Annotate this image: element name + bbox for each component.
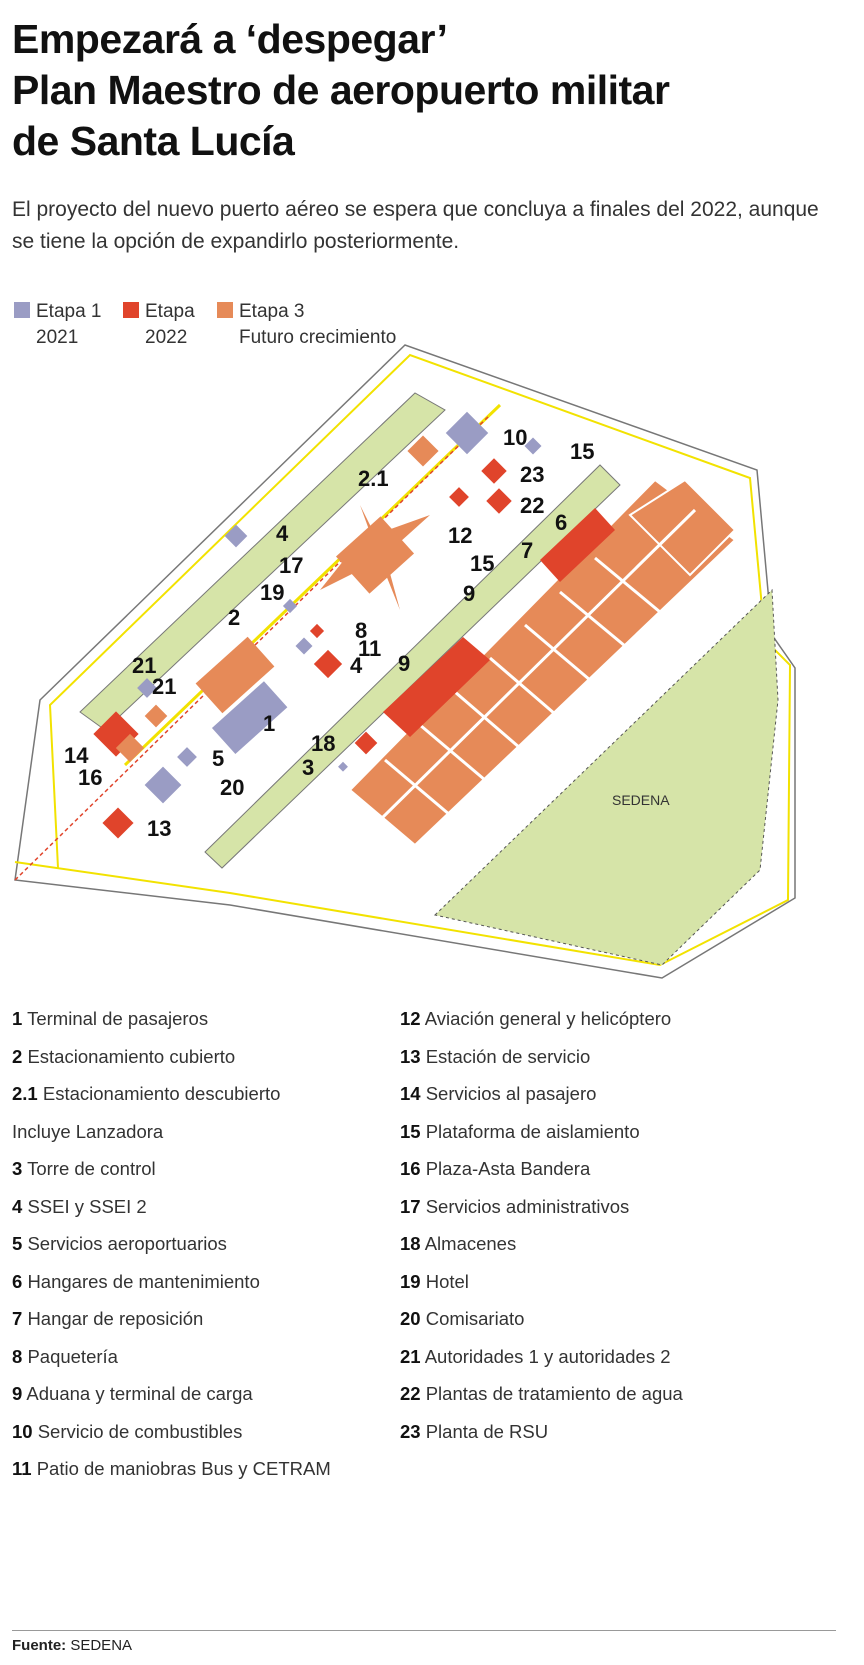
key-item: 5 Servicios aeroportuarios xyxy=(12,1233,227,1254)
legend-etapa-1: Etapa 1 2021 xyxy=(14,299,102,351)
key-item: Incluye Lanzadora xyxy=(12,1120,164,1142)
map-label: 9 xyxy=(463,581,475,606)
headline-line: Plan Maestro de aeropuerto militar xyxy=(12,67,670,113)
map-label: 2.1 xyxy=(358,466,389,491)
key-item: 14 Servicios al pasajero xyxy=(400,1083,597,1104)
map-label: 12 xyxy=(448,523,472,548)
etapa-3-swatch xyxy=(217,302,233,318)
map-label: 15 xyxy=(570,439,594,464)
hangar-block xyxy=(540,508,615,582)
legend-year: 2021 xyxy=(36,327,79,348)
legend-etapa-2: Etapa 2022 xyxy=(123,299,195,351)
subtitle: El proyecto del nuevo puerto aéreo se es… xyxy=(12,198,819,253)
map-label: 4 xyxy=(350,653,363,678)
key-item: 10 Servicio de combustibles xyxy=(12,1420,243,1442)
key-item: 9 Aduana y terminal de carga xyxy=(12,1383,253,1404)
map-label: 18 xyxy=(311,731,335,756)
map-label: 17 xyxy=(279,553,303,578)
key-list-left: 1 Terminal de pasajeros 2 Estacionamient… xyxy=(12,1000,331,1488)
map-label: 16 xyxy=(78,765,102,790)
key-item: 2 Estacionamiento cubierto xyxy=(12,1045,236,1067)
legend-label: Etapa 3 xyxy=(239,301,305,322)
block-grid xyxy=(380,508,697,820)
map-label: 10 xyxy=(503,425,527,450)
source-credit: Fuente: SEDENA xyxy=(12,1637,132,1654)
source-label: Fuente: xyxy=(12,1637,67,1654)
terminal-2-1 xyxy=(320,505,430,610)
map-label: 22 xyxy=(520,493,544,518)
airport-map: SEDENA xyxy=(14,344,796,979)
future-growth-blocks-north xyxy=(628,478,737,577)
source-value: SEDENA xyxy=(70,1637,133,1654)
key-item: 23 Planta de RSU xyxy=(400,1420,549,1442)
map-label: 14 xyxy=(64,743,89,768)
key-item: 3 Torre de control xyxy=(12,1158,156,1179)
key-item: 6 Hangares de mantenimiento xyxy=(12,1270,260,1292)
etapa-1-swatch xyxy=(14,302,30,318)
map-label: 1 xyxy=(263,711,275,736)
cargo-terminal-block xyxy=(383,637,490,737)
legend-label: Etapa 1 xyxy=(36,301,102,322)
perimeter-road xyxy=(14,353,792,967)
map-label: 15 xyxy=(470,551,494,576)
legend-year: 2022 xyxy=(145,327,188,348)
legend-label: Etapa xyxy=(145,301,195,322)
legend-etapa-3: Etapa 3 Futuro crecimiento xyxy=(217,299,396,351)
map-label: 13 xyxy=(147,816,171,841)
runway-strip-east xyxy=(204,464,621,869)
key-item: 7 Hangar de reposición xyxy=(12,1308,204,1329)
key-item: 22 Plantas de tratamiento de agua xyxy=(400,1383,683,1404)
map-number-labels: 10 15 23 22 12 15 2.1 4 6 7 9 17 19 8 11… xyxy=(64,425,594,841)
map-label: 21 xyxy=(152,674,176,699)
map-label: 23 xyxy=(520,462,544,487)
key-item: 19 Hotel xyxy=(400,1270,469,1292)
map-label: 9 xyxy=(398,651,410,676)
headline-line: de Santa Lucía xyxy=(12,118,295,164)
sedena-label: SEDENA xyxy=(612,792,670,808)
map-label: 2 xyxy=(228,605,240,630)
map-label: 4 xyxy=(276,521,289,546)
key-item: 16 Plaza-Asta Bandera xyxy=(400,1158,591,1179)
key-item: 1 Terminal de pasajeros xyxy=(12,1008,209,1029)
divider xyxy=(12,1630,836,1631)
map-label: 20 xyxy=(220,775,244,800)
map-label: 19 xyxy=(260,580,284,605)
map-label: 8 xyxy=(355,618,367,643)
headline-line: Empezará a ‘despegar’ xyxy=(12,16,448,62)
map-label: 11 xyxy=(358,636,381,661)
terminal-1 xyxy=(211,681,288,755)
key-item: 11 Patio de maniobras Bus y CETRAM xyxy=(12,1458,331,1479)
terminal-2 xyxy=(195,636,275,714)
map-label: 21 xyxy=(132,653,156,678)
key-item: 18 Almacenes xyxy=(400,1233,517,1254)
map-label: 3 xyxy=(302,755,314,780)
key-item: 4 SSEI y SSEI 2 xyxy=(12,1195,147,1217)
runway-strip-west xyxy=(79,392,446,731)
etapa-2-swatch xyxy=(123,302,139,318)
key-item: 20 Comisariato xyxy=(400,1308,525,1329)
key-item: 21 Autoridades 1 y autoridades 2 xyxy=(400,1345,671,1367)
key-list-right: 12 Aviación general y helicóptero 13 Est… xyxy=(400,1000,683,1450)
key-item: 17 Servicios administrativos xyxy=(400,1195,630,1217)
legend-year: Futuro crecimiento xyxy=(239,327,397,348)
key-item: 2.1 Estacionamiento descubierto xyxy=(12,1083,281,1104)
map-label: 5 xyxy=(212,746,224,771)
map-label: 7 xyxy=(521,538,533,563)
map-label: 6 xyxy=(555,510,567,535)
key-item: 8 Paquetería xyxy=(12,1345,118,1367)
taxiway xyxy=(123,403,502,767)
key-item: 15 Plataforma de aislamiento xyxy=(400,1120,640,1142)
key-item: 12 Aviación general y helicóptero xyxy=(400,1008,672,1029)
sedena-area xyxy=(433,588,779,966)
headline: Empezará a ‘despegar’ Plan Maestro de ae… xyxy=(12,14,670,167)
key-item: 13 Estación de servicio xyxy=(400,1045,591,1067)
